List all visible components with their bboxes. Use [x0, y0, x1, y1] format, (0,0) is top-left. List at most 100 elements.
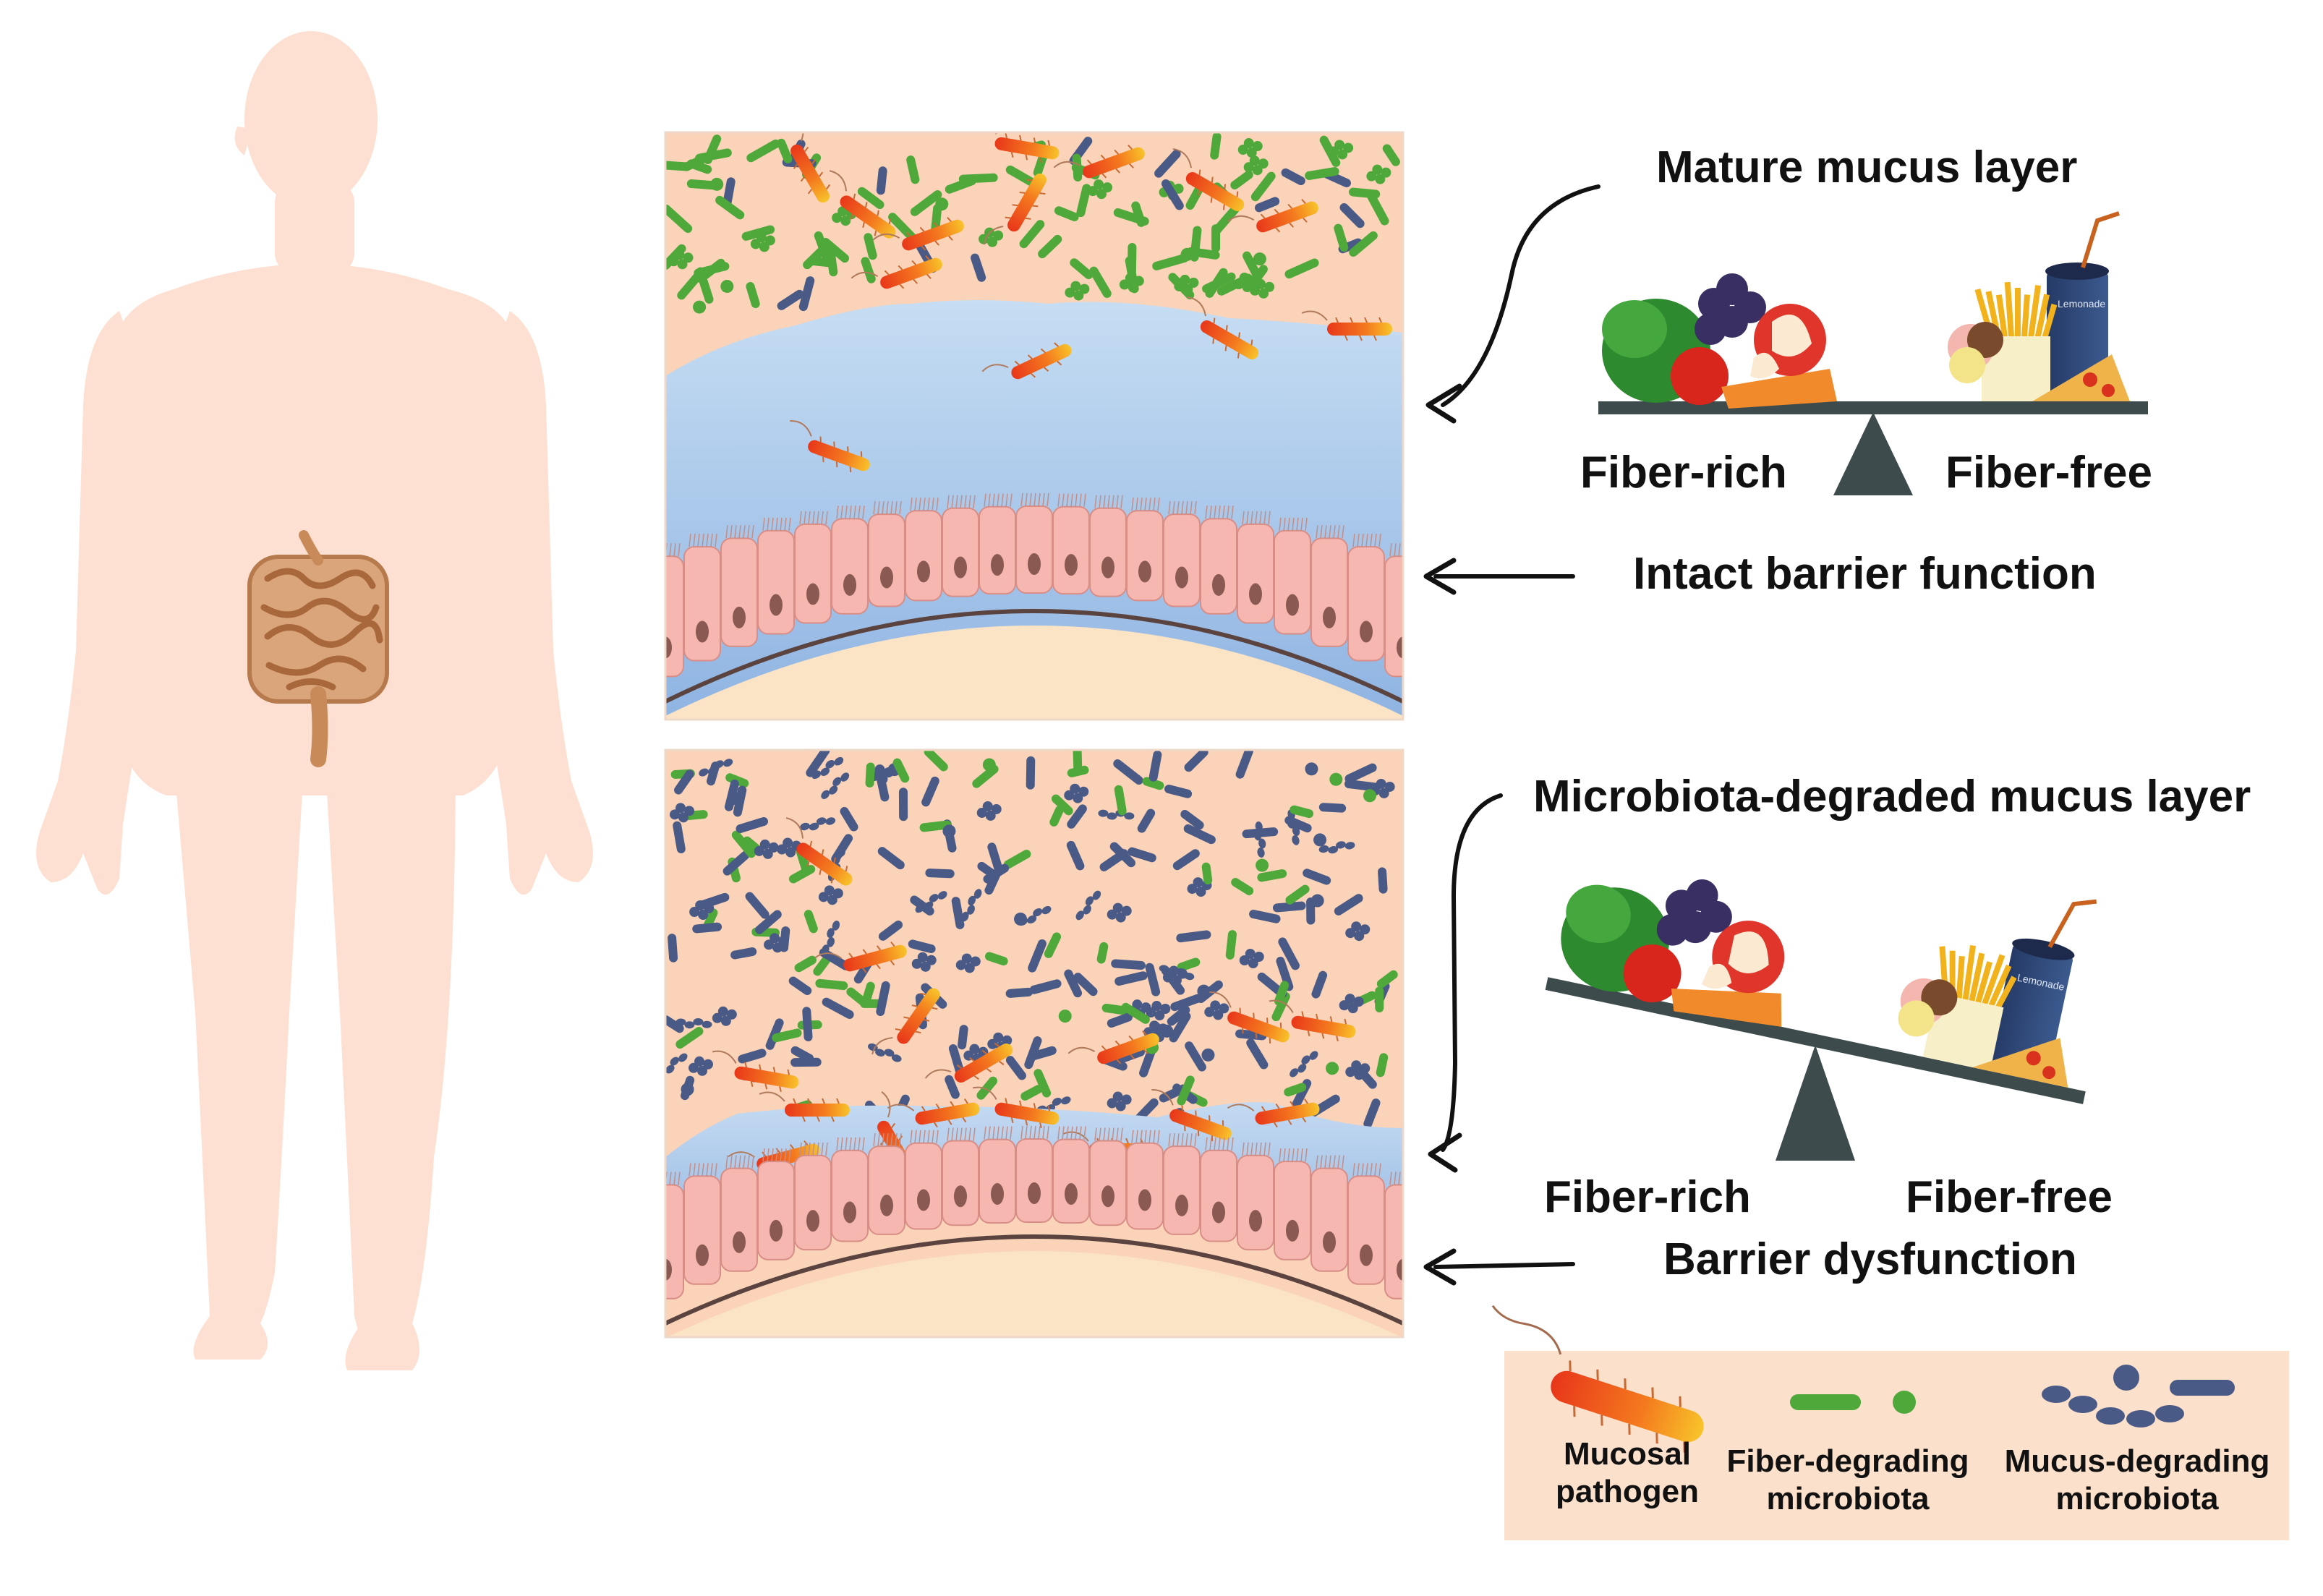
microbe-rod: [1201, 862, 1213, 885]
microbe-rod: [1376, 1053, 1389, 1077]
microbe-rod: [806, 750, 830, 777]
microbe-rod: [723, 850, 750, 876]
microbe-rod: [1281, 168, 1305, 186]
microbe-chain: [1318, 841, 1355, 854]
microbe-coccus: [1313, 833, 1327, 847]
microbe-cluster: [1366, 164, 1391, 184]
epithelial-cell: [905, 1130, 942, 1230]
microbe-rod: [1114, 785, 1127, 816]
microbe-rod: [1176, 930, 1211, 943]
grape-icon: [1695, 313, 1726, 345]
microbe-cluster: [1088, 179, 1113, 200]
microbe-chain: [699, 759, 733, 777]
microbe-rod: [1049, 806, 1064, 827]
microbe-cluster: [1107, 902, 1132, 923]
epithelial-cell: [794, 511, 832, 624]
pathogen: [1269, 999, 1356, 1041]
fries-icon: [2015, 288, 2021, 346]
microbe-rod: [1142, 777, 1164, 790]
pathogen: [1151, 1088, 1232, 1141]
microbe-cluster: [1187, 877, 1212, 897]
microbe-rod: [813, 955, 831, 976]
pathogen: [1301, 310, 1392, 341]
intestine-icon: [247, 530, 389, 767]
microbe-rod: [1211, 224, 1221, 253]
microbe-rod: [951, 897, 965, 929]
microbe-rod: [674, 769, 694, 795]
pathogen: [851, 255, 942, 289]
microbe-rod: [1073, 750, 1083, 774]
microbe-rod: [1278, 937, 1300, 970]
microbe-cluster: [668, 249, 694, 270]
microbe-rod: [802, 1007, 813, 1042]
fiber-free-foods: Lemonade: [1948, 211, 2130, 401]
microbe-rod: [668, 934, 678, 963]
microbe-rod: [1344, 763, 1377, 783]
microbe-rod: [1038, 234, 1062, 259]
microbe-rod: [1168, 273, 1195, 299]
microbe-chain: [821, 772, 850, 799]
epithelial-cell: [1015, 1125, 1053, 1223]
microbe-chain: [915, 891, 947, 913]
drink-label: Lemonade: [2058, 298, 2105, 310]
epithelial-cell: [1200, 505, 1237, 615]
microbe-rod: [815, 978, 848, 991]
epithelial-cell: [1347, 1163, 1385, 1285]
microbe-cluster: [1329, 140, 1354, 160]
microbe-cluster: [754, 839, 779, 859]
microbe-coccus: [942, 824, 956, 838]
microbe-cluster: [1239, 948, 1264, 968]
microbe-cluster: [1065, 281, 1090, 301]
diet-scale-tilted: Lemonade: [1545, 879, 2097, 1161]
microbe-rod: [665, 1015, 684, 1033]
epithelial-cell: [979, 1126, 1016, 1224]
microbe-rod: [1113, 759, 1143, 785]
microbe-rod: [983, 863, 1010, 884]
microbe-chain: [960, 889, 982, 922]
microbe-cluster: [712, 1006, 737, 1026]
microbe-coccus: [1160, 1024, 1174, 1038]
pathogen: [785, 817, 853, 886]
microbe-coccus: [1197, 984, 1211, 998]
microbe-rod: [1114, 971, 1148, 986]
microbe-rod: [1044, 932, 1062, 958]
microbe-cluster: [670, 803, 695, 823]
label-fiber-rich-top: Fiber-rich: [1580, 448, 1787, 498]
microbe-rod: [1169, 1012, 1191, 1043]
legend: [1491, 1305, 2289, 1540]
epithelial-cell: [868, 500, 905, 607]
microbe-rod: [1170, 994, 1202, 1012]
microbe-rod: [1019, 220, 1045, 249]
microbe-rod: [665, 161, 691, 171]
pathogen: [1172, 148, 1245, 211]
epithelial-cell: [1052, 1126, 1090, 1224]
microbe-coccus: [1305, 762, 1318, 776]
microbe-rod: [788, 976, 812, 996]
microbe-rod: [1202, 272, 1236, 294]
epithelial-cell: [1200, 1137, 1237, 1242]
microbe-rod: [1005, 165, 1037, 187]
microbe-rod: [741, 225, 775, 241]
microbe-rod: [822, 997, 854, 1019]
pathogen: [712, 1050, 799, 1092]
microbe-rod: [1161, 179, 1184, 210]
epithelial-cell: [905, 498, 942, 602]
epithelial-cell: [1089, 495, 1127, 597]
tomato-icon: [1623, 944, 1681, 1003]
label-barrier-dysfunction: Barrier dysfunction: [1663, 1234, 2077, 1284]
microbe-rod: [1184, 750, 1209, 772]
microbe-rod: [1076, 184, 1091, 218]
microbe-coccus: [1256, 858, 1269, 872]
microbe-rod: [736, 816, 768, 833]
microbe-rod: [772, 1028, 802, 1043]
microbe-rod: [1257, 869, 1287, 882]
pathogen: [1053, 145, 1145, 179]
microbe-rod: [876, 981, 890, 1016]
tomato-icon: [1671, 347, 1729, 405]
degraded-mucus-panel: [665, 750, 1403, 1337]
mature-mucus-panel: [665, 132, 1403, 720]
microbe-rod: [1028, 939, 1047, 973]
fiber-rich-foods: [1602, 273, 1837, 409]
fiber-rich-foods: [1561, 879, 1785, 1027]
microbe-chain: [1098, 809, 1135, 820]
